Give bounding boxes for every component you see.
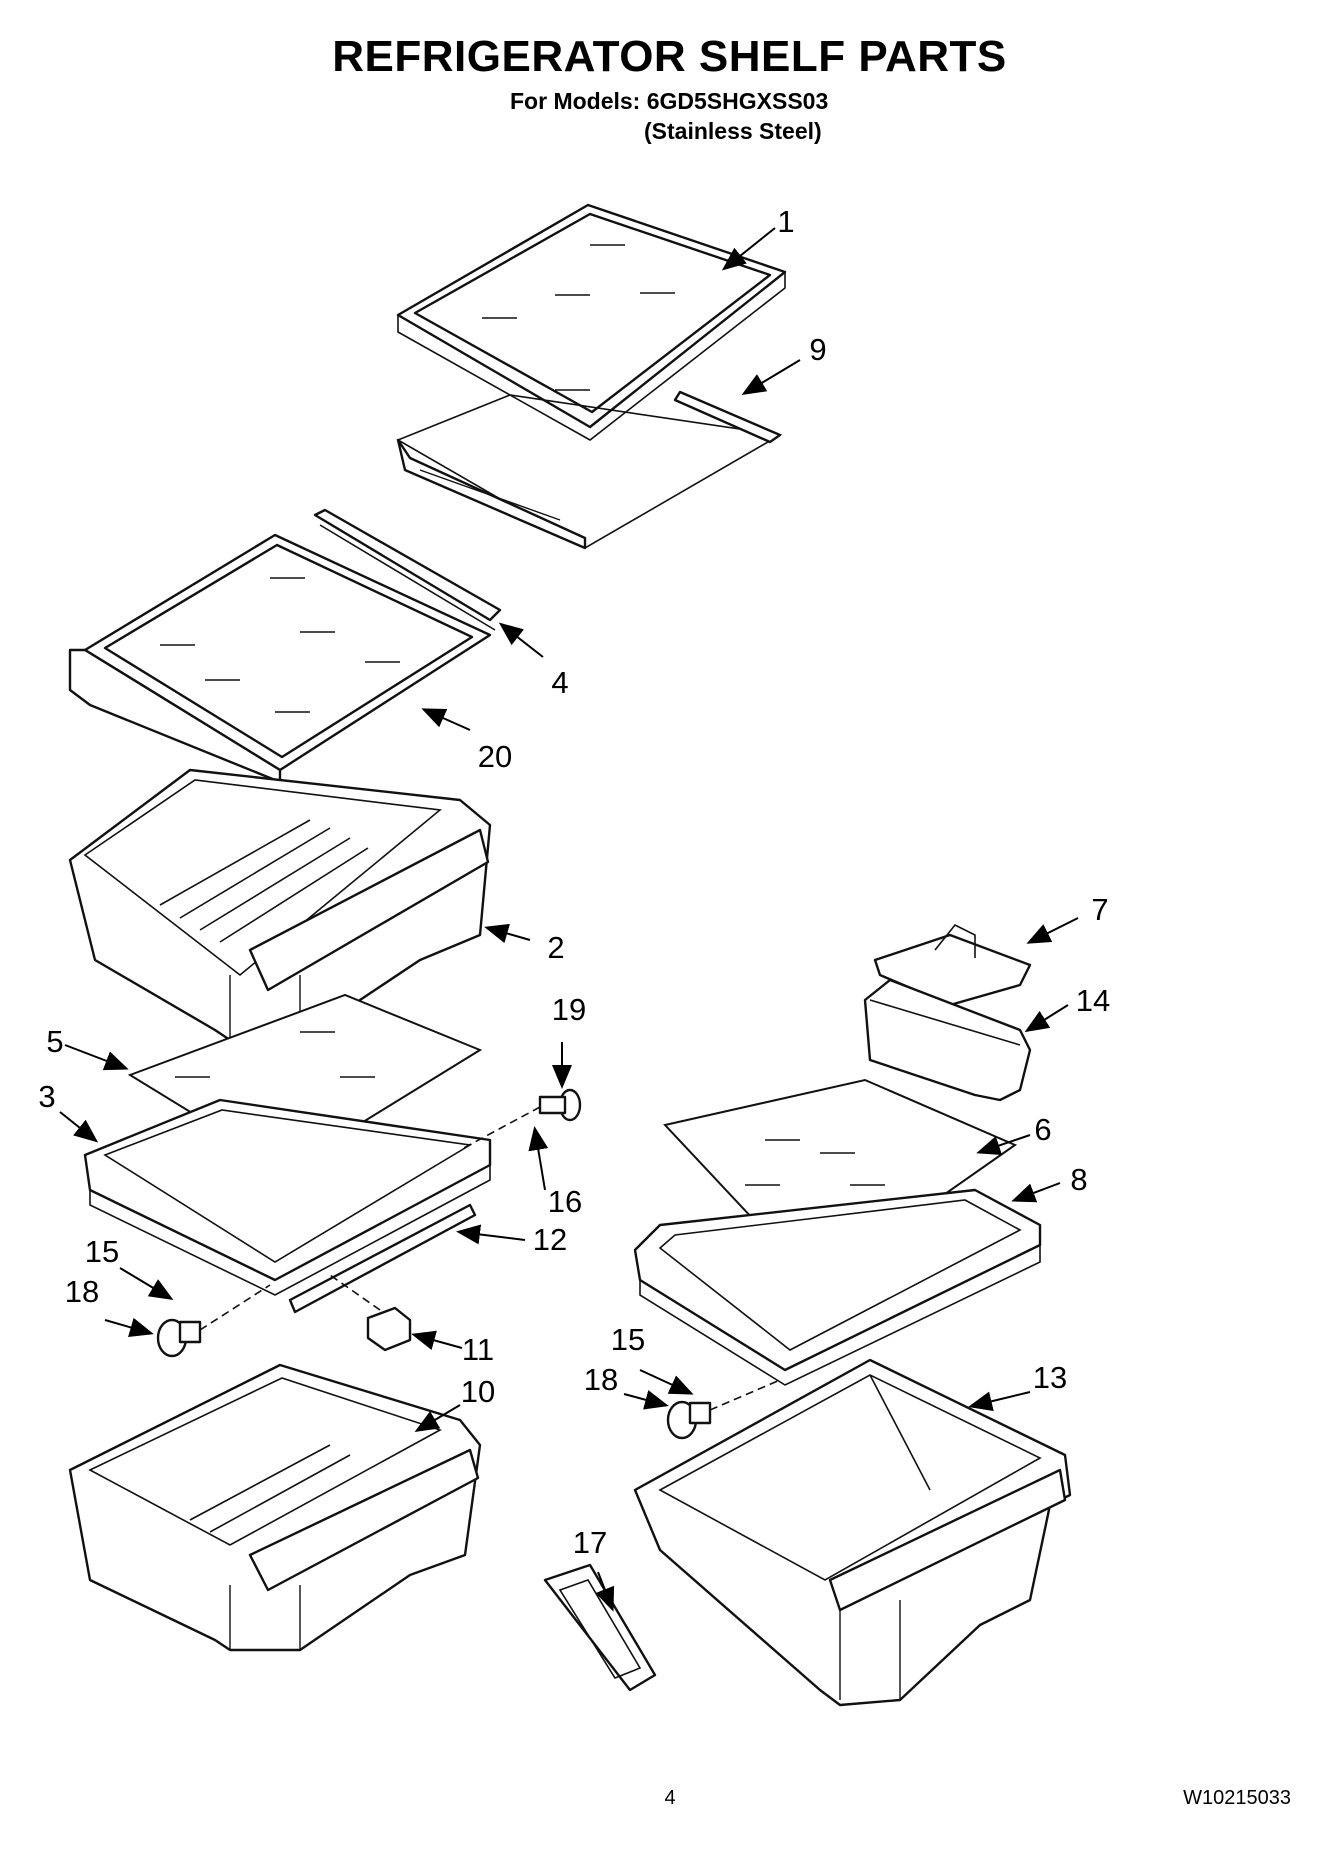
part-17-label (543, 1563, 657, 1692)
variant-line: (Stainless Steel) (644, 118, 822, 144)
assembly-line-15-left (199, 1284, 271, 1331)
callout-12: 12 (532, 1222, 568, 1257)
assembly-line-11 (329, 1274, 381, 1311)
part-12-rail (288, 1203, 477, 1314)
callout-18-right: 18 (583, 1362, 619, 1397)
part-18-roller-right (666, 1400, 712, 1440)
assembly-line-15-right (709, 1379, 781, 1411)
callout-6: 6 (1034, 1112, 1052, 1147)
part-4-rear-rail (313, 508, 502, 631)
callout-2: 2 (547, 930, 565, 965)
document-number: W10215033 (1183, 1787, 1291, 1809)
part-20-glass-shelf (68, 533, 492, 784)
callout-11: 11 (461, 1332, 495, 1367)
page-number: 4 (664, 1787, 676, 1809)
callout-17: 17 (572, 1525, 608, 1560)
part-1-glass-shelf (396, 203, 787, 441)
callout-5: 5 (46, 1024, 64, 1059)
part-8-crisper-cover-frame (633, 1188, 1042, 1386)
callout-16: 16 (547, 1184, 583, 1219)
callout-15-left: 15 (84, 1234, 120, 1269)
callout-19: 19 (551, 992, 587, 1027)
callout-10: 10 (460, 1374, 496, 1409)
part-2-crisper-drawer (68, 768, 492, 1042)
callout-15-right: 15 (610, 1322, 646, 1357)
callout-8: 8 (1070, 1162, 1088, 1197)
callout-3: 3 (38, 1079, 56, 1114)
part-11-clip (366, 1306, 412, 1352)
callout-20: 20 (477, 739, 513, 774)
callout-14: 14 (1075, 983, 1111, 1018)
callout-18-left: 18 (64, 1274, 100, 1309)
part-3-crisper-cover-frame (83, 1098, 492, 1296)
callout-4: 4 (551, 665, 569, 700)
part-18-roller-left (156, 1318, 202, 1358)
callout-9: 9 (809, 332, 827, 367)
callout-1: 1 (777, 204, 795, 239)
part-7-egg-tray (873, 923, 1032, 1007)
models-line: For Models: 6GD5SHGXSS03 (510, 88, 829, 114)
part-10-crisper-drawer (68, 1363, 482, 1652)
part-9-shelf-frame (396, 390, 783, 550)
part-13-crisper-drawer (633, 1358, 1072, 1707)
callout-7: 7 (1091, 892, 1109, 927)
part-14-bin (863, 978, 1032, 1102)
callout-13: 13 (1032, 1360, 1068, 1395)
assembly-line-16 (459, 1106, 541, 1151)
page-title: REFRIGERATOR SHELF PARTS (332, 32, 1007, 81)
callout-leaders (59, 227, 1079, 1612)
part-19-roller (538, 1088, 582, 1122)
